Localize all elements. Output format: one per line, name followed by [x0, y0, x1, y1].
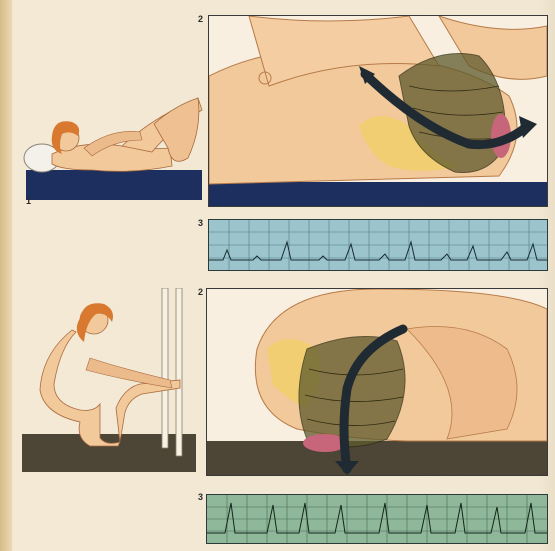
- squatting-pelvis-detail-panel: [206, 288, 548, 476]
- page-edge: [0, 0, 12, 551]
- squatting-position-figure: [20, 288, 200, 476]
- floor: [22, 434, 196, 472]
- ecg-waveform-bottom: [207, 503, 547, 533]
- mat: [26, 170, 202, 200]
- figure-number-1: 1: [26, 196, 31, 206]
- support-bar-left: [162, 288, 168, 448]
- ecg-number-top: 3: [198, 218, 203, 228]
- mat-detail: [209, 182, 547, 206]
- support-bar-right: [176, 288, 182, 456]
- lying-position-figure: 1: [22, 88, 204, 206]
- ecg-waveform-top: [209, 242, 547, 260]
- ecg-trace-squatting: [206, 494, 548, 544]
- panel-number-bottom: 2: [198, 287, 203, 297]
- lying-pelvis-detail-panel: [208, 15, 548, 207]
- ecg-trace-lying: [208, 219, 548, 271]
- birth-canal-cylinder-squat: [299, 337, 405, 448]
- ecg-number-bottom: 3: [198, 492, 203, 502]
- floor-detail: [207, 441, 547, 475]
- panel-number-top: 2: [198, 14, 203, 24]
